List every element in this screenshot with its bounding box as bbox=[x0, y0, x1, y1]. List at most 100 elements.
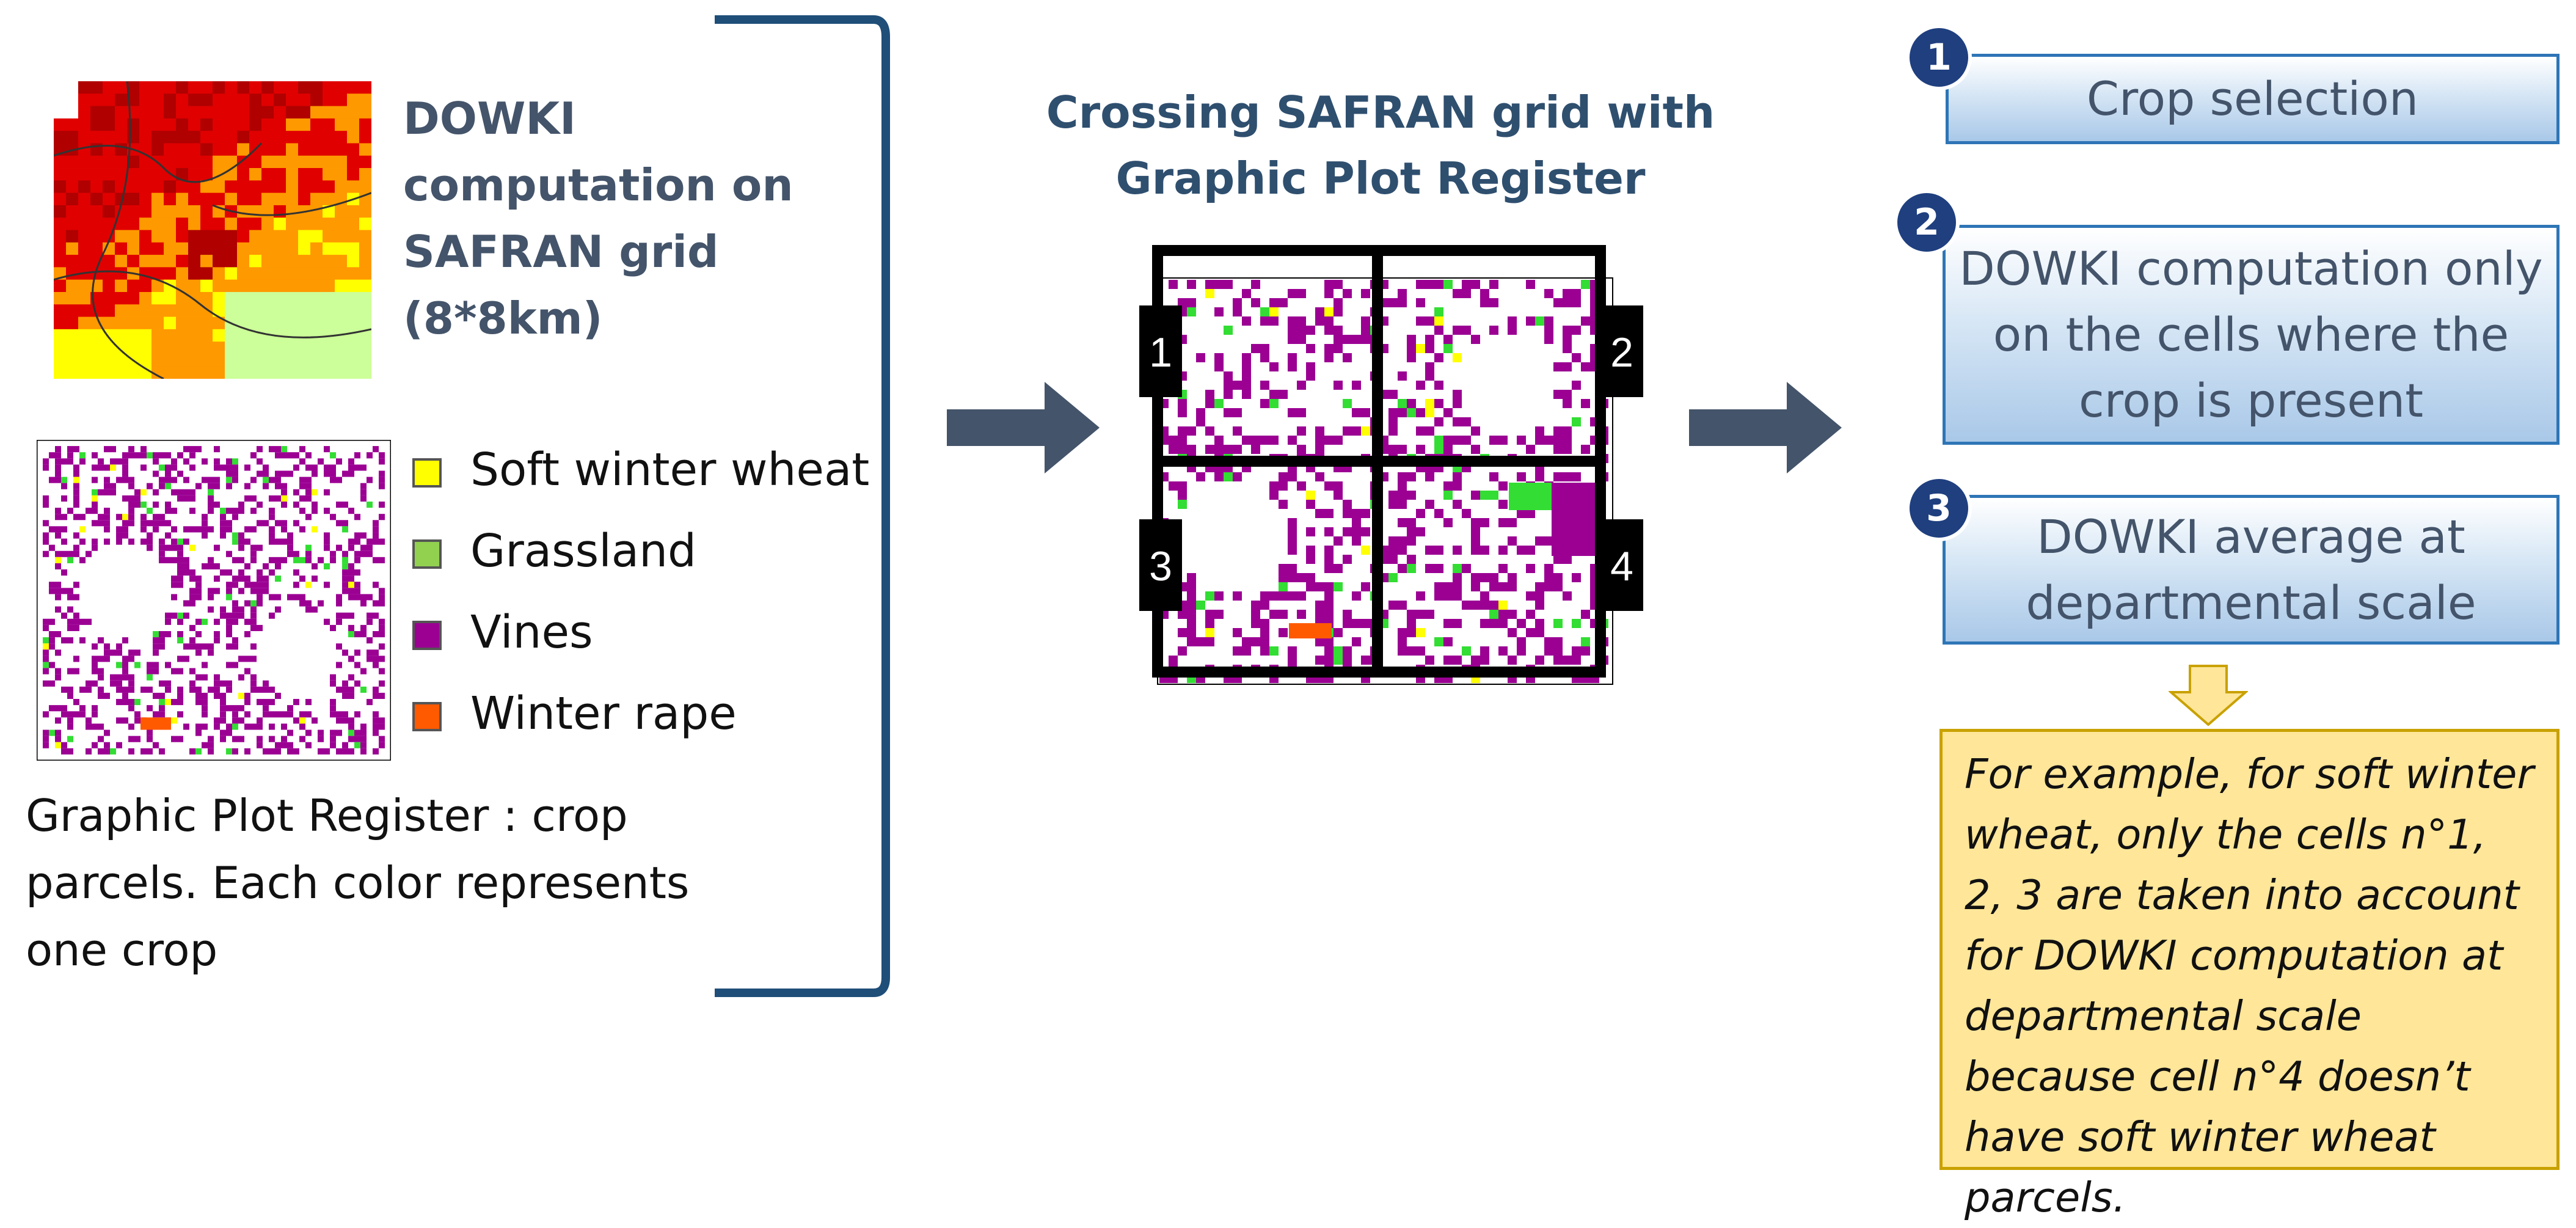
parcel bbox=[183, 526, 189, 533]
safran-cell bbox=[249, 267, 262, 280]
parcel bbox=[1361, 656, 1370, 665]
parcel bbox=[104, 508, 110, 514]
parcel bbox=[1187, 601, 1196, 610]
parcel bbox=[318, 557, 324, 563]
parcel bbox=[1480, 601, 1489, 610]
parcel bbox=[1297, 426, 1306, 436]
parcel bbox=[1517, 637, 1526, 646]
parcel bbox=[226, 612, 232, 619]
parcel bbox=[1416, 591, 1425, 601]
parcel bbox=[1443, 637, 1453, 646]
parcel bbox=[1214, 445, 1224, 454]
parcel bbox=[1553, 637, 1563, 646]
parcel bbox=[1233, 381, 1242, 390]
parcel bbox=[305, 600, 312, 607]
parcel bbox=[1517, 436, 1526, 445]
parcel bbox=[128, 736, 134, 742]
parcel bbox=[1535, 536, 1544, 546]
parcel bbox=[134, 495, 140, 502]
parcel bbox=[73, 495, 79, 502]
safran-cell bbox=[335, 81, 348, 94]
parcel bbox=[43, 501, 49, 508]
parcel bbox=[55, 736, 61, 742]
parcel bbox=[147, 483, 153, 489]
parcel bbox=[1178, 646, 1187, 656]
parcel bbox=[287, 538, 293, 545]
parcel bbox=[232, 458, 238, 465]
parcel bbox=[165, 630, 171, 638]
safran-cell bbox=[66, 217, 79, 230]
parcel bbox=[153, 630, 159, 638]
parcel bbox=[195, 686, 202, 693]
parcel bbox=[257, 569, 263, 576]
safran-cell bbox=[164, 267, 177, 280]
safran-cell bbox=[286, 118, 299, 131]
parcel bbox=[293, 520, 299, 527]
safran-cell bbox=[78, 180, 91, 194]
safran-cell bbox=[115, 342, 128, 354]
parcel bbox=[1462, 289, 1471, 298]
safran-cell bbox=[188, 329, 201, 342]
parcel bbox=[43, 495, 49, 502]
parcel bbox=[67, 723, 73, 730]
parcel bbox=[293, 582, 299, 588]
parcel bbox=[183, 477, 189, 483]
parcel bbox=[140, 526, 147, 533]
safran-cell bbox=[127, 180, 140, 194]
parcel bbox=[360, 532, 367, 539]
safran-cell bbox=[274, 316, 286, 330]
parcel bbox=[348, 508, 354, 514]
parcel bbox=[49, 582, 55, 588]
safran-cell bbox=[188, 106, 201, 119]
parcel bbox=[195, 588, 202, 594]
safran-cell bbox=[213, 366, 225, 379]
parcel bbox=[275, 748, 281, 755]
parcel bbox=[1288, 564, 1297, 573]
parcel bbox=[1224, 326, 1233, 335]
safran-cell bbox=[200, 180, 213, 194]
safran-cell bbox=[323, 106, 335, 119]
parcel bbox=[86, 748, 92, 755]
safran-cell bbox=[323, 205, 335, 218]
safran-cell bbox=[225, 118, 238, 131]
parcel bbox=[1471, 335, 1480, 344]
safran-cell bbox=[115, 230, 128, 243]
parcel bbox=[257, 742, 263, 748]
parcel bbox=[257, 594, 263, 601]
safran-cell bbox=[237, 81, 250, 94]
safran-cell bbox=[66, 155, 79, 169]
parcel bbox=[1334, 646, 1343, 656]
parcel bbox=[257, 686, 263, 693]
safran-cell bbox=[176, 255, 189, 268]
parcel bbox=[1260, 646, 1269, 656]
parcel bbox=[1434, 280, 1443, 289]
safran-cell bbox=[54, 304, 67, 317]
parcel bbox=[379, 680, 385, 687]
parcel bbox=[1352, 637, 1361, 646]
parcel bbox=[67, 452, 73, 459]
safran-cell bbox=[213, 255, 225, 268]
safran-cell bbox=[347, 230, 360, 243]
parcel bbox=[189, 748, 195, 755]
parcel bbox=[1489, 610, 1498, 619]
parcel bbox=[1572, 353, 1581, 362]
parcel bbox=[281, 520, 287, 527]
safran-cell bbox=[323, 291, 335, 305]
safran-cell bbox=[347, 304, 360, 317]
parcel bbox=[189, 600, 195, 607]
safran-cell bbox=[261, 329, 274, 342]
parcel bbox=[1398, 646, 1407, 656]
parcel bbox=[147, 452, 153, 459]
parcel bbox=[1453, 472, 1462, 481]
safran-cell bbox=[115, 291, 128, 305]
safran-cell bbox=[298, 291, 311, 305]
parcel bbox=[373, 526, 379, 533]
parcel bbox=[1544, 646, 1553, 656]
parcel bbox=[348, 582, 354, 588]
parcel bbox=[1352, 381, 1361, 390]
safran-cell bbox=[261, 230, 274, 243]
parcel bbox=[165, 612, 171, 619]
parcel bbox=[257, 588, 263, 594]
parcel bbox=[1205, 426, 1214, 436]
parcel bbox=[342, 470, 348, 477]
